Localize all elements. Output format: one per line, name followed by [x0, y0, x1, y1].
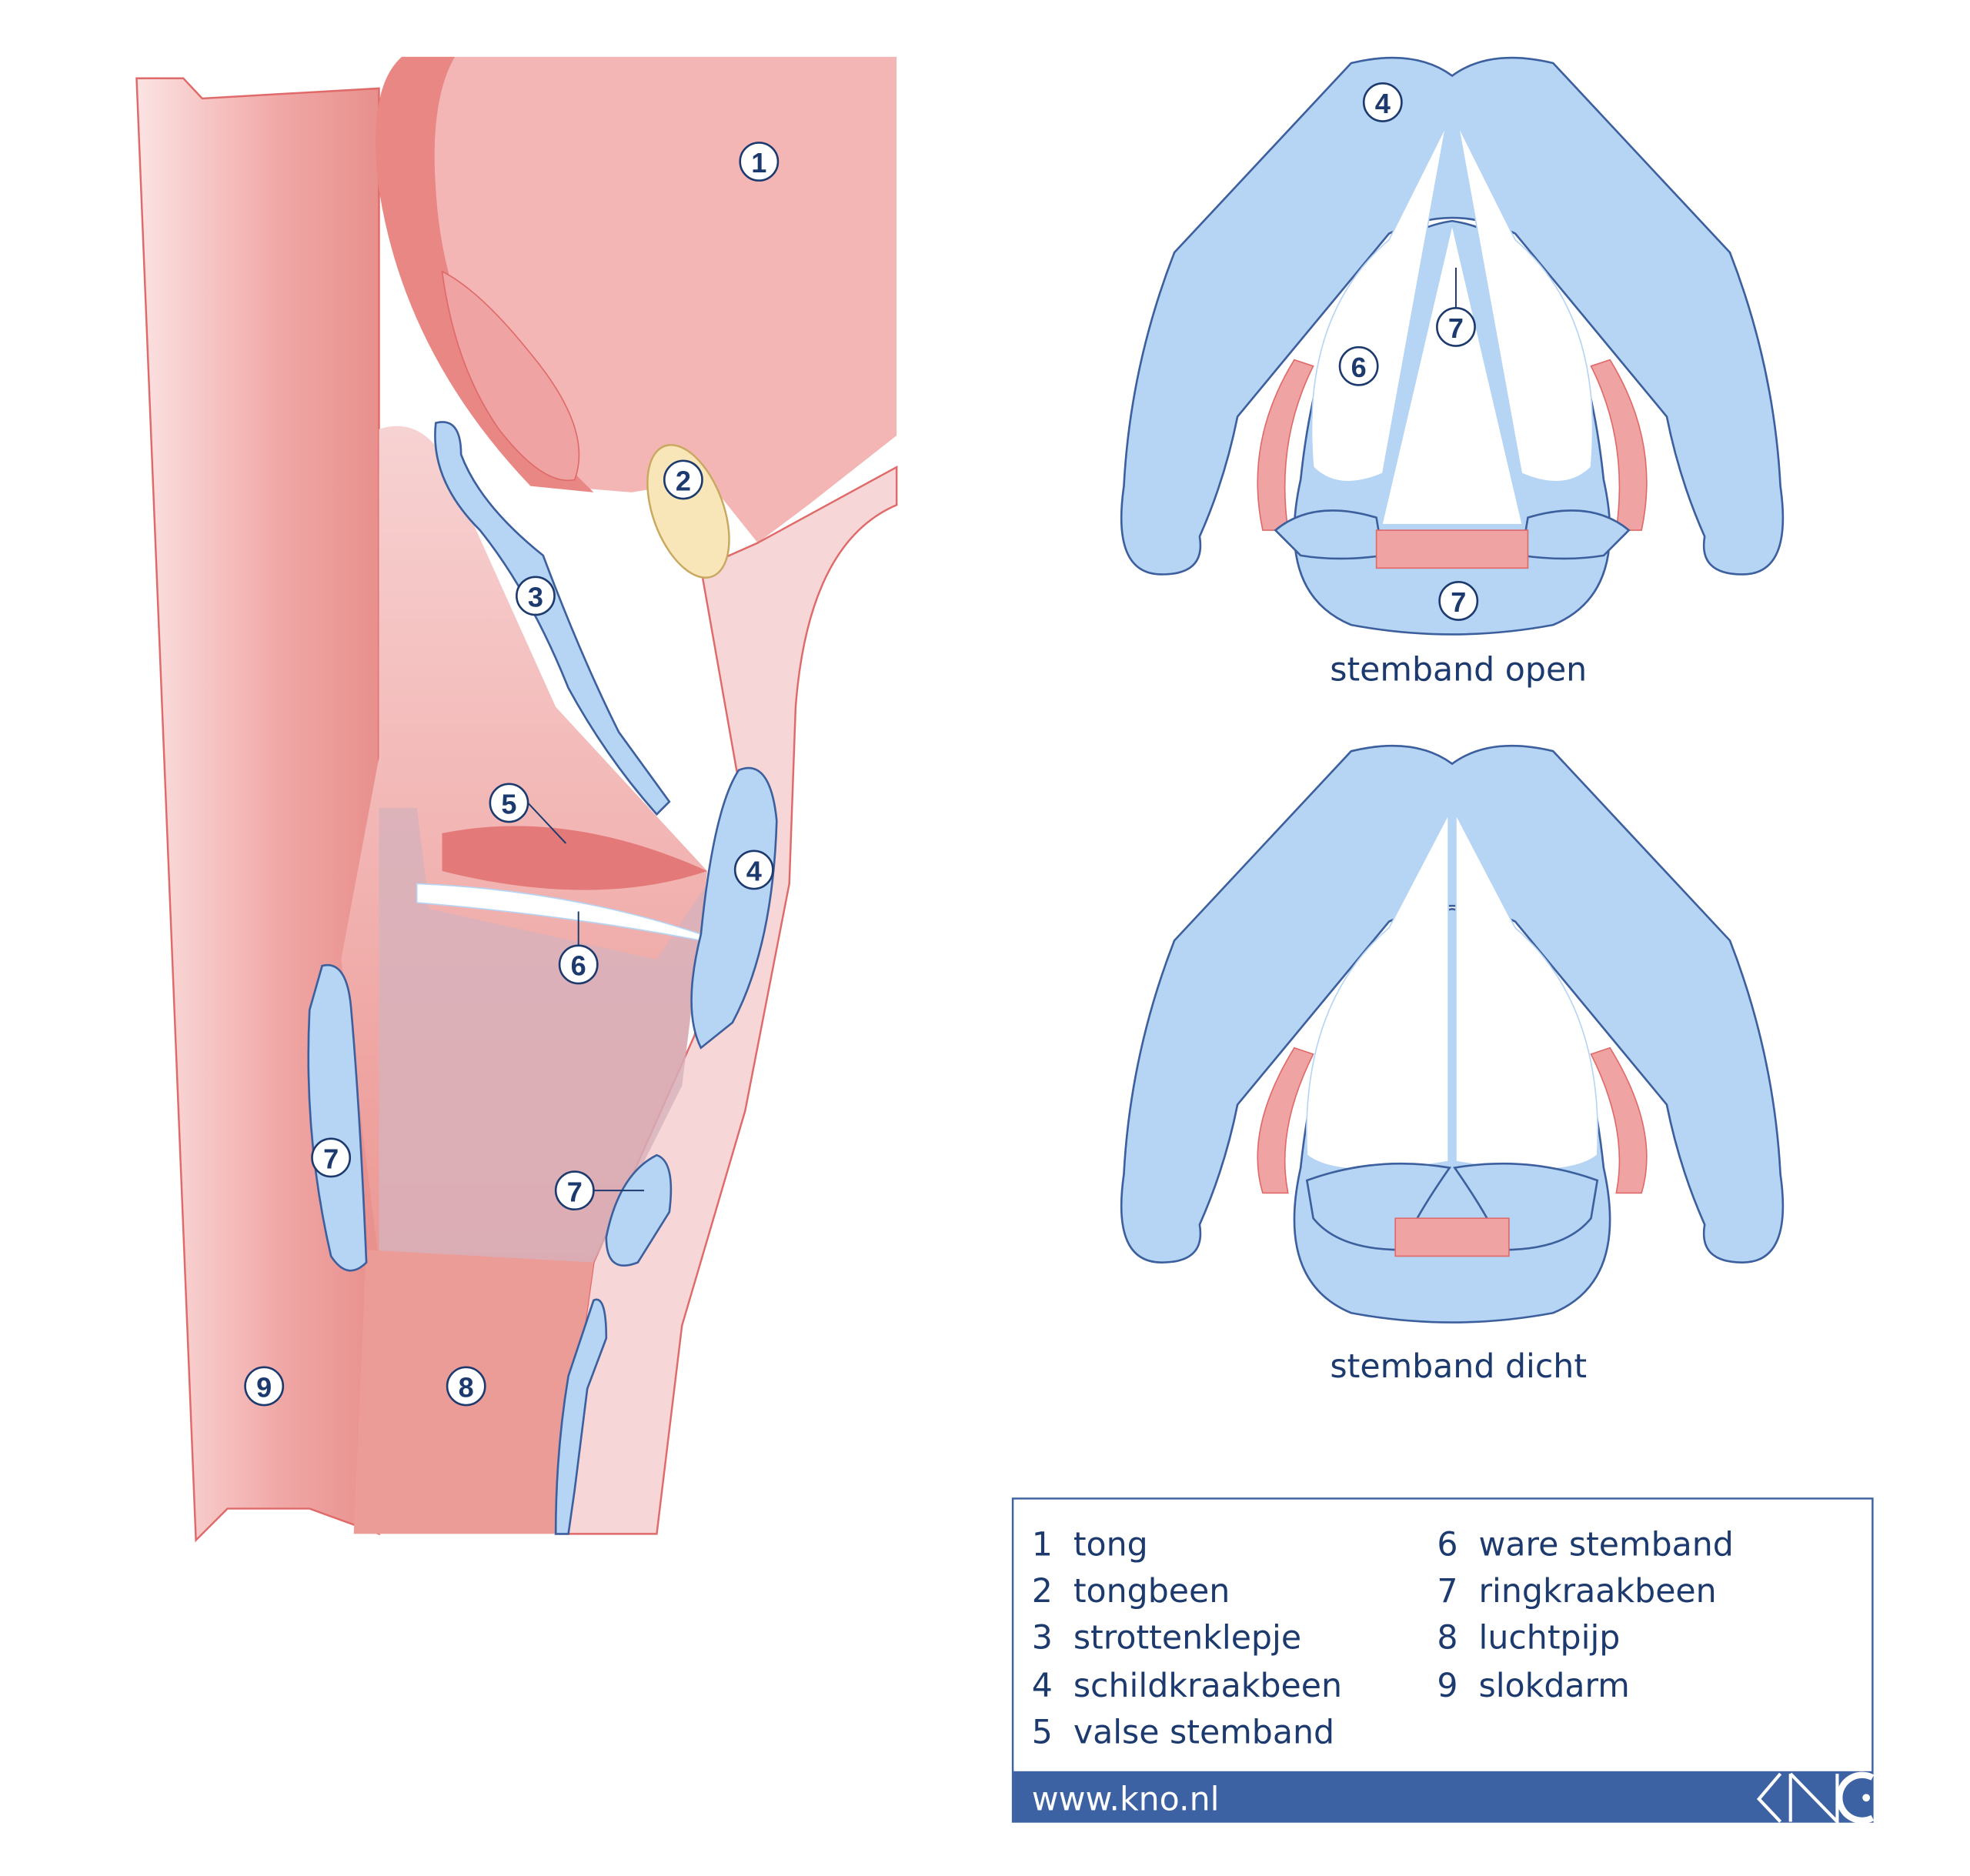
- top-open-label-6: 6: [1338, 345, 1379, 386]
- thyroid-cartilage-top: [1120, 56, 1785, 576]
- label-9: 9: [244, 1366, 285, 1407]
- arytenoid-left: [1305, 1162, 1452, 1251]
- label-7-front: 7: [554, 1170, 595, 1211]
- svg-text:9: 9: [1437, 1667, 1457, 1705]
- svg-text:4: 4: [1032, 1667, 1053, 1705]
- vocal-fold-right: [1457, 125, 1594, 482]
- svg-text:8: 8: [1437, 1619, 1457, 1657]
- legend-item-2: 2 tongbeen: [1032, 1572, 1230, 1611]
- esophagus-shape: [135, 77, 380, 1543]
- label-7-back: 7: [311, 1137, 352, 1178]
- svg-text:slokdarm: slokdarm: [1478, 1667, 1629, 1705]
- svg-text:6: 6: [1437, 1525, 1457, 1564]
- svg-text:7: 7: [1448, 312, 1464, 344]
- legend-item-4: 4 schildkraakbeen: [1032, 1667, 1342, 1705]
- lateral-muscle-left: [1257, 1046, 1314, 1194]
- svg-text:5: 5: [1032, 1714, 1053, 1752]
- brand-bar: [1013, 1771, 1873, 1822]
- top-open-label-7-bottom: 7: [1438, 581, 1479, 621]
- svg-text:4: 4: [746, 856, 762, 887]
- false-vocal-cord: [442, 826, 708, 890]
- label-6: 6: [558, 944, 599, 985]
- arytenoid-left: [1274, 509, 1384, 560]
- label-3: 3: [516, 576, 556, 616]
- label-2: 2: [663, 459, 703, 500]
- website-link[interactable]: www.kno.nl: [1032, 1781, 1220, 1819]
- glottis-open: [1382, 227, 1522, 524]
- svg-text:tong: tong: [1073, 1525, 1148, 1564]
- interarytenoid-muscle: [1375, 529, 1529, 569]
- glottis-space: [379, 808, 708, 1263]
- svg-text:1: 1: [751, 147, 766, 179]
- top-open-label-4: 4: [1362, 82, 1403, 122]
- svg-text:7: 7: [323, 1143, 339, 1175]
- leader-5: [527, 802, 567, 844]
- label-5: 5: [489, 783, 529, 823]
- top-view-open: 4 7 6 7 stemband open: [1120, 56, 1785, 689]
- svg-text:tongbeen: tongbeen: [1073, 1572, 1230, 1611]
- svg-text:schildkraakbeen: schildkraakbeen: [1073, 1667, 1342, 1705]
- svg-text:strottenklepje: strottenklepje: [1073, 1619, 1301, 1657]
- side-view-larynx: [135, 56, 898, 1543]
- cricoid-cartilage-front: [605, 1153, 673, 1267]
- top-view-closed: stemband dicht: [1120, 744, 1785, 1386]
- kno-logo: [1756, 1771, 1875, 1826]
- svg-text:7: 7: [1437, 1572, 1457, 1611]
- legend-item-7: 7 ringkraakbeen: [1437, 1572, 1716, 1611]
- thyroid-cartilage-side: [690, 766, 778, 1050]
- top-open-label-7: 7: [1436, 307, 1476, 347]
- cricoid-cartilage-back: [307, 963, 368, 1272]
- legend-box: 1 tong 2 tongbeen 3 strottenklepje 4 schildk…: [1011, 1497, 1875, 1826]
- svg-text:luchtpijp: luchtpijp: [1478, 1619, 1620, 1657]
- tongue-root-shape: [376, 56, 594, 492]
- svg-text:2: 2: [1032, 1572, 1053, 1611]
- svg-text:9: 9: [256, 1372, 272, 1404]
- tracheal-rings: [554, 1298, 608, 1535]
- svg-text:6: 6: [1351, 352, 1367, 383]
- vocal-fold-left: [1311, 125, 1447, 482]
- svg-text:3: 3: [1032, 1619, 1053, 1657]
- svg-text:4: 4: [1375, 88, 1391, 119]
- svg-text:1: 1: [1032, 1525, 1053, 1564]
- label-4: 4: [733, 850, 774, 890]
- arytenoid-right: [1453, 1162, 1599, 1251]
- svg-text:ware stemband: ware stemband: [1478, 1525, 1733, 1564]
- legend-item-6: 6 ware stemband: [1437, 1525, 1734, 1564]
- legend-item-1: 1 tong: [1032, 1525, 1148, 1564]
- legend-item-5: 5 valse stemband: [1032, 1714, 1334, 1752]
- side-view-labels: 1 2 3 4 5 6 7 7 8 9: [244, 142, 780, 1407]
- svg-text:8: 8: [459, 1372, 474, 1404]
- svg-text:ringkraakbeen: ringkraakbeen: [1478, 1572, 1716, 1611]
- label-1: 1: [739, 142, 780, 182]
- caption-closed: stemband dicht: [1330, 1347, 1587, 1386]
- svg-text:2: 2: [676, 466, 691, 497]
- epiglottis-tip-tissue: [441, 270, 580, 482]
- svg-text:7: 7: [567, 1176, 583, 1207]
- thyroid-cartilage-top: [1120, 744, 1785, 1263]
- legend-item-9: 9 slokdarm: [1437, 1667, 1630, 1705]
- interarytenoid-muscle: [1394, 1217, 1510, 1257]
- legend-item-8: 8 luchtpijp: [1437, 1619, 1620, 1657]
- label-8: 8: [446, 1366, 486, 1407]
- svg-text:5: 5: [501, 789, 516, 820]
- legend-item-3: 3 strottenklepje: [1032, 1619, 1301, 1657]
- caption-open: stemband open: [1330, 650, 1587, 689]
- arytenoid-right: [1520, 509, 1631, 560]
- svg-text:6: 6: [571, 950, 586, 982]
- svg-text:3: 3: [528, 582, 543, 613]
- svg-text:7: 7: [1451, 586, 1466, 618]
- epiglottis-cartilage: [434, 421, 671, 816]
- svg-text:valse stemband: valse stemband: [1073, 1714, 1334, 1752]
- lateral-muscle-right: [1590, 1046, 1648, 1194]
